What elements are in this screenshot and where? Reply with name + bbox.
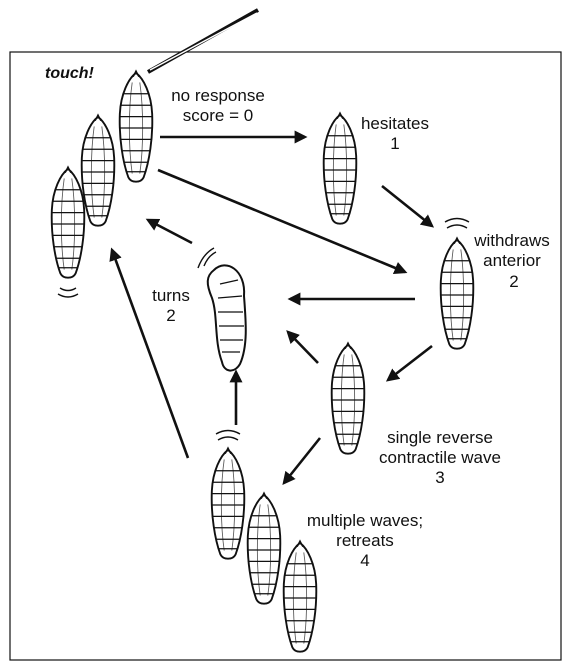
label-hesitates-text: hesitates <box>345 114 445 134</box>
arrow-to-withdraws-long <box>158 170 405 272</box>
label-turns-text: turns <box>141 286 201 306</box>
vibration-marks-withdraws <box>445 219 469 229</box>
label-turns-score: 2 <box>141 306 201 326</box>
label-multiple-waves: multiple waves; retreats 4 <box>290 511 440 571</box>
label-withdraws: withdraws anterior <box>466 231 558 271</box>
probe-stick-highlight <box>150 13 257 70</box>
arrow-withdraws-to-single-wave <box>388 346 432 380</box>
label-single-wave-score: 3 <box>365 468 515 488</box>
larva-single-wave <box>332 343 365 454</box>
label-single-wave-line1: single reverse <box>365 428 515 448</box>
arrow-turns-to-stack-a <box>148 220 192 243</box>
vibration-marks-stack-a <box>58 288 78 297</box>
larva-stack-b1 <box>212 448 245 559</box>
label-multiple-line1: multiple waves; <box>290 511 440 531</box>
larva-turns <box>208 265 246 370</box>
label-withdraws-score: 2 <box>504 272 524 292</box>
label-turns: turns 2 <box>141 286 201 326</box>
label-withdraws-line2: anterior <box>466 251 558 271</box>
label-no-response-score: score = 0 <box>158 106 278 126</box>
label-multiple-line2: retreats <box>290 531 440 551</box>
arrow-single-wave-to-turns <box>288 332 318 363</box>
label-single-wave: single reverse contractile wave 3 <box>365 428 515 488</box>
label-single-wave-line2: contractile wave <box>365 448 515 468</box>
label-no-response: no response score = 0 <box>158 86 278 126</box>
larva-stack-a3 <box>120 71 153 182</box>
larva-stack-a1 <box>52 167 85 278</box>
larva-stack-b2 <box>248 493 281 604</box>
label-multiple-score: 4 <box>290 551 440 571</box>
label-withdraws-line1: withdraws <box>466 231 558 251</box>
arrow-multiple-to-stack-a <box>112 250 188 458</box>
larva-stack-a2 <box>82 115 115 226</box>
arrow-single-wave-to-multiple <box>284 438 320 483</box>
vibration-marks-turns <box>198 248 216 268</box>
label-hesitates: hesitates 1 <box>345 114 445 154</box>
arrow-hesitates-to-withdraws <box>382 186 432 226</box>
label-no-response-text: no response <box>158 86 278 106</box>
vibration-marks-stack-b <box>216 431 240 441</box>
label-hesitates-score: 1 <box>345 134 445 154</box>
label-touch: touch! <box>45 64 94 84</box>
